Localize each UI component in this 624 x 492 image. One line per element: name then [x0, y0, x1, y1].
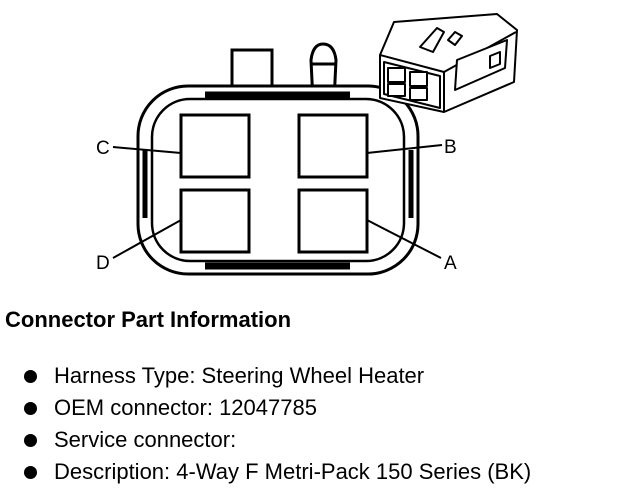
connector-info-heading: Connector Part Information [5, 307, 292, 332]
bullet-icon [24, 434, 37, 447]
pin-leader-lines [112, 144, 443, 259]
oem-connector-text: OEM connector: 12047785 [54, 395, 317, 420]
bullet-icon [24, 466, 37, 479]
connector-thumbnail-icon [379, 13, 518, 113]
pin-label-a: A [444, 253, 457, 274]
cavity-d [179, 188, 251, 254]
pin-label-d: D [96, 253, 110, 274]
service-connector-text: Service connector: [54, 427, 237, 452]
connector-diagram: C B D A [96, 13, 518, 276]
cavity-a [297, 188, 369, 254]
bullet-icon [24, 402, 37, 415]
bullet-icon [24, 370, 37, 383]
description-text: Description: 4-Way F Metri-Pack 150 Seri… [54, 459, 532, 484]
pin-label-c: C [96, 138, 110, 159]
cavity-b [297, 113, 369, 179]
pin-label-b: B [444, 137, 457, 158]
connector-info-list: Harness Type: Steering Wheel Heater OEM … [20, 360, 531, 488]
list-item: OEM connector: 12047785 [20, 392, 531, 424]
cavity-c [179, 113, 251, 179]
list-item: Service connector: [20, 424, 531, 456]
list-item: Harness Type: Steering Wheel Heater [20, 360, 531, 392]
list-item: Description: 4-Way F Metri-Pack 150 Seri… [20, 456, 531, 488]
harness-type-text: Harness Type: Steering Wheel Heater [54, 363, 425, 388]
